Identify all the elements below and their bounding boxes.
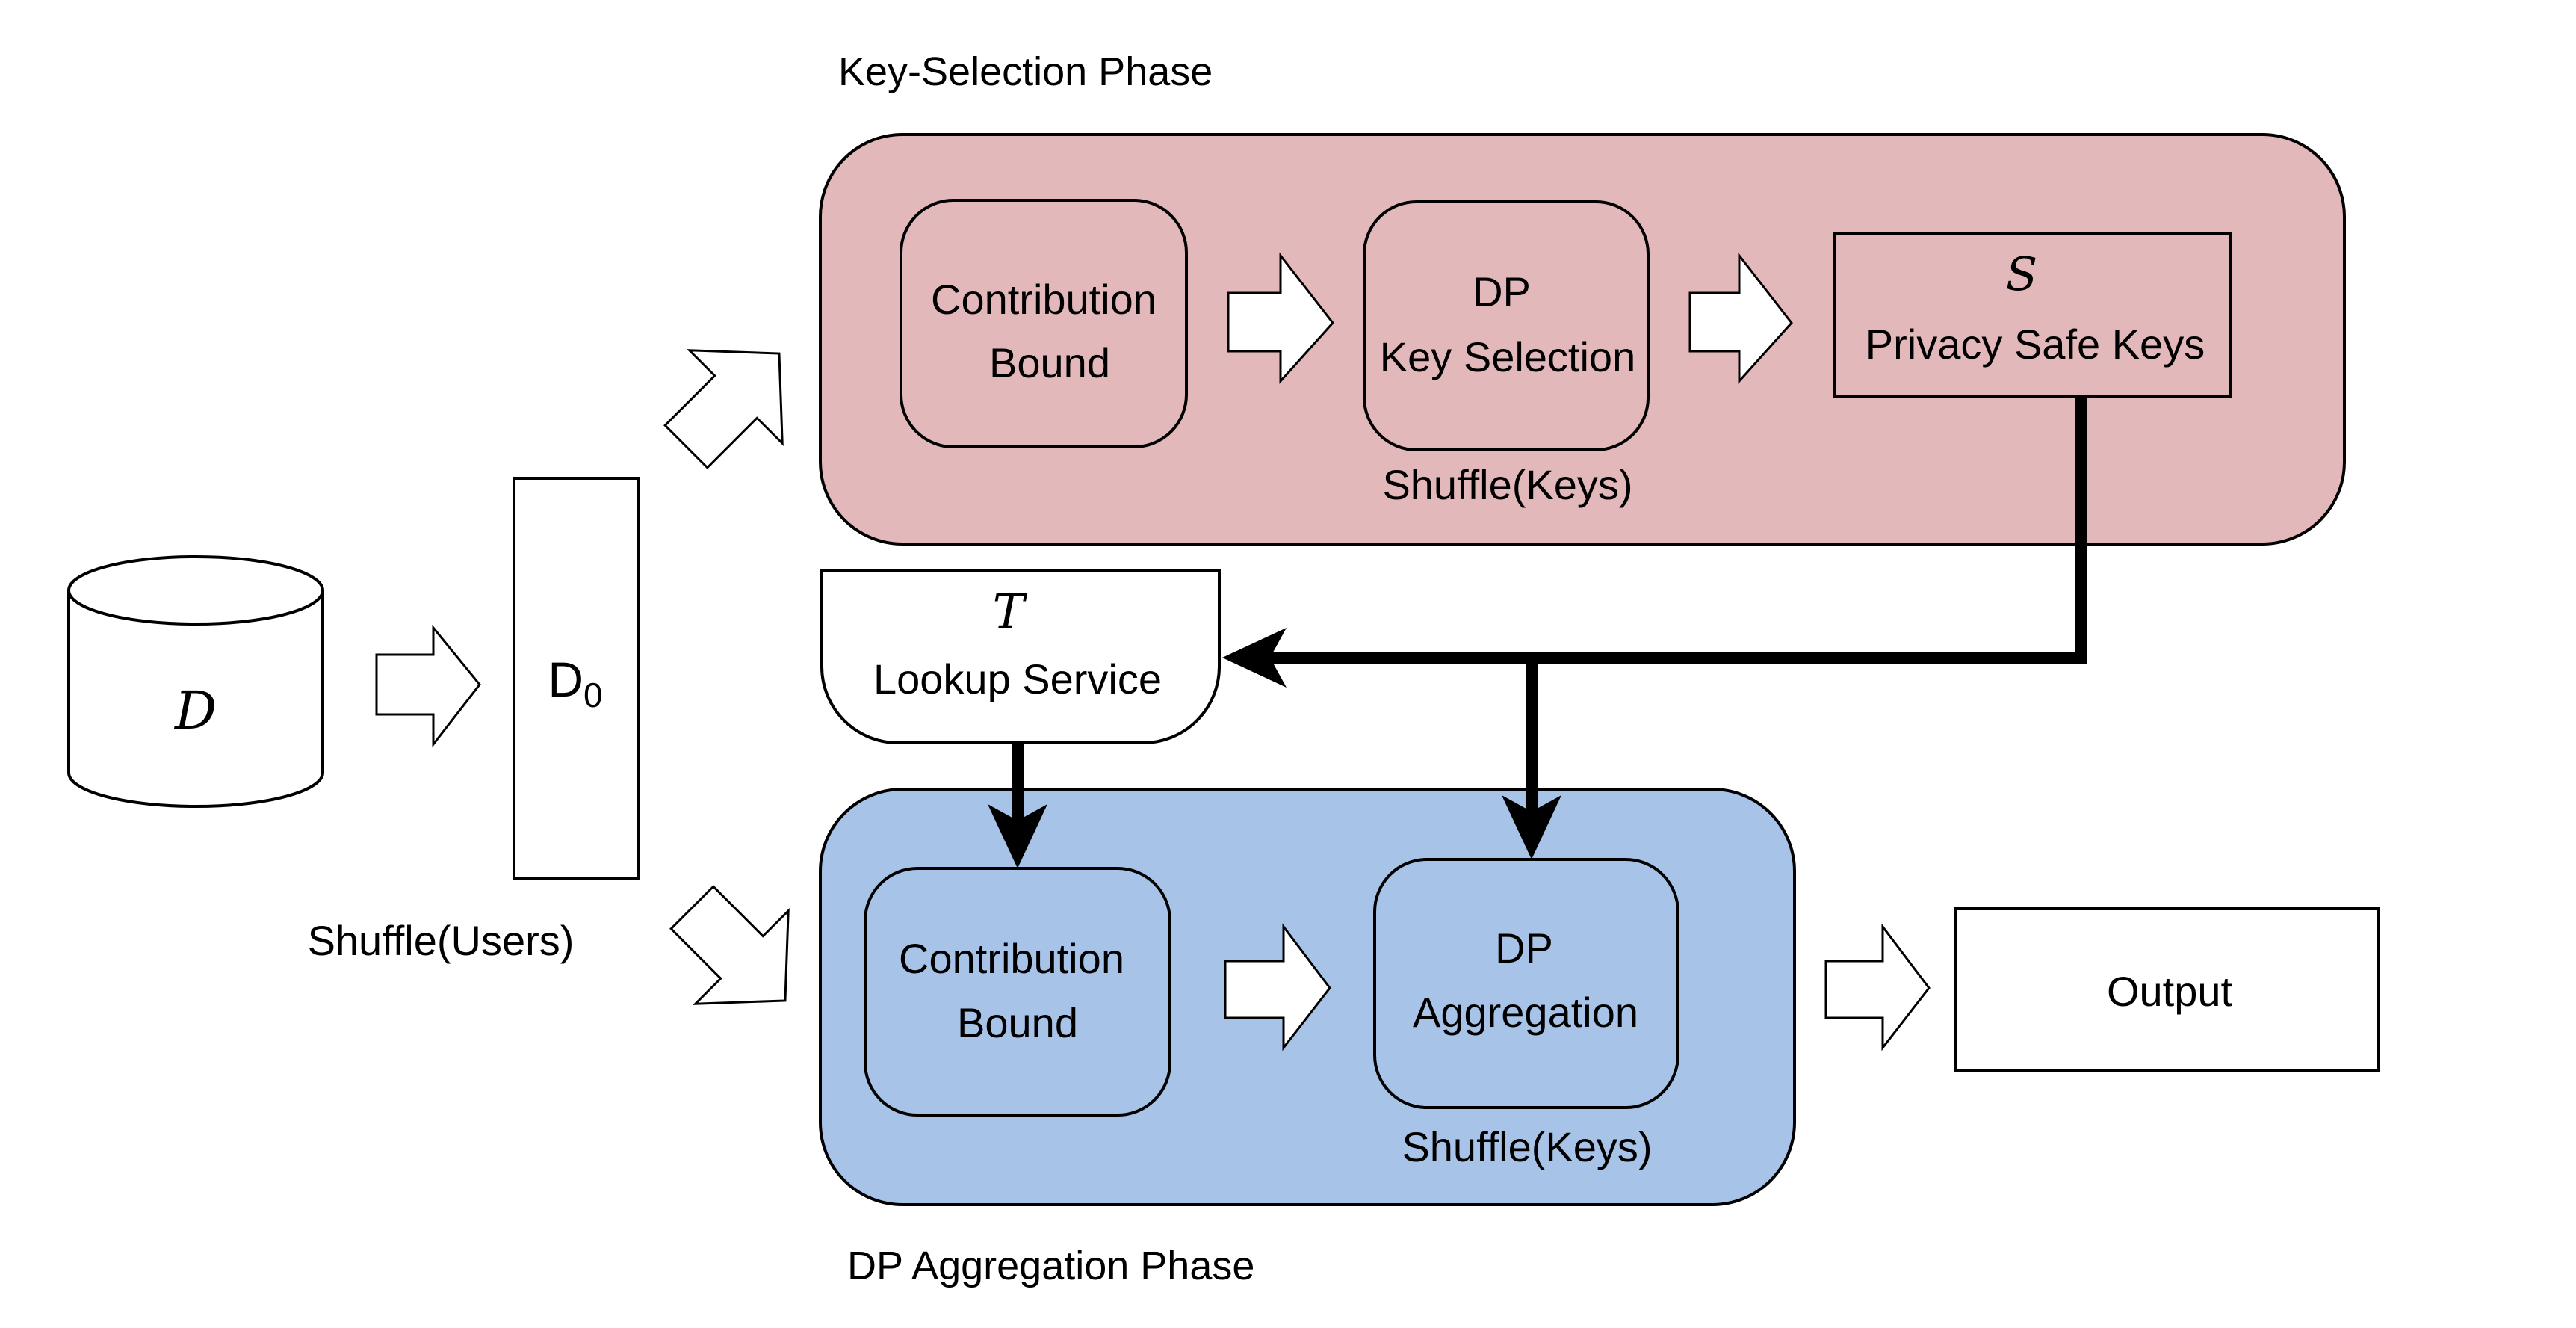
output-label: Output [2107,968,2233,1015]
block-arrow-down-right-icon [669,885,790,1005]
aggregation-phase-title: DP Aggregation Phase [847,1244,1254,1288]
key-selection-contribution-bound-line2: Bound [989,339,1110,386]
lookup-service-shape [820,569,1221,744]
dp-aggregation-caption: Shuffle(Keys) [1402,1123,1652,1170]
privacy-safe-keys-label: Privacy Safe Keys [1866,321,2205,368]
keys-to-aggregation-arrowhead-icon [1502,795,1561,859]
key-selection-contribution-bound-line1: Contribution [931,276,1157,323]
lookup-to-contribution-arrowhead-icon [988,804,1047,868]
block-arrow-up-right-icon [663,349,784,469]
aggregation-contribution-bound-line2: Bound [957,999,1078,1046]
dp-key-selection-line1: DP [1473,268,1531,315]
shuffled-dataset-symbol: D [548,652,583,707]
shuffled-dataset-symbol-group: D0 [548,652,602,714]
lookup-service-label: Lookup Service [873,655,1162,702]
database-cylinder-icon [67,555,324,808]
aggregation-contribution-bound-line1: Contribution [899,935,1124,982]
privacy-safe-keys-box [1833,232,2232,398]
block-arrow-right-icon [1688,252,1793,384]
block-arrow-right-icon [375,624,481,748]
shuffled-dataset-box [513,477,640,880]
dp-key-selection-caption: Shuffle(Keys) [1382,461,1632,508]
keys-to-lookup-arrowhead-icon [1222,628,1287,688]
dp-key-selection-box [1363,200,1650,451]
dp-key-selection-line2: Key Selection [1380,333,1635,380]
dataset-symbol: D [173,680,217,741]
dp-aggregation-line2: Aggregation [1413,989,1638,1036]
shuffled-dataset-subscript: 0 [583,676,603,714]
block-arrow-right-icon [1824,923,1931,1051]
key-selection-phase-title: Key-Selection Phase [838,49,1213,94]
shuffle-users-caption: Shuffle(Users) [308,917,575,964]
privacy-safe-keys-symbol: S [2006,247,2037,301]
key-selection-contribution-bound-box [900,199,1188,448]
dp-aggregation-line1: DP [1495,924,1553,972]
key-selection-phase-container [819,133,2346,546]
output-box [1954,907,2380,1072]
lookup-service-symbol: T [993,584,1028,640]
block-arrow-right-icon [1224,923,1331,1051]
block-arrow-right-icon [1227,252,1334,384]
dp-aggregation-box [1373,858,1679,1109]
